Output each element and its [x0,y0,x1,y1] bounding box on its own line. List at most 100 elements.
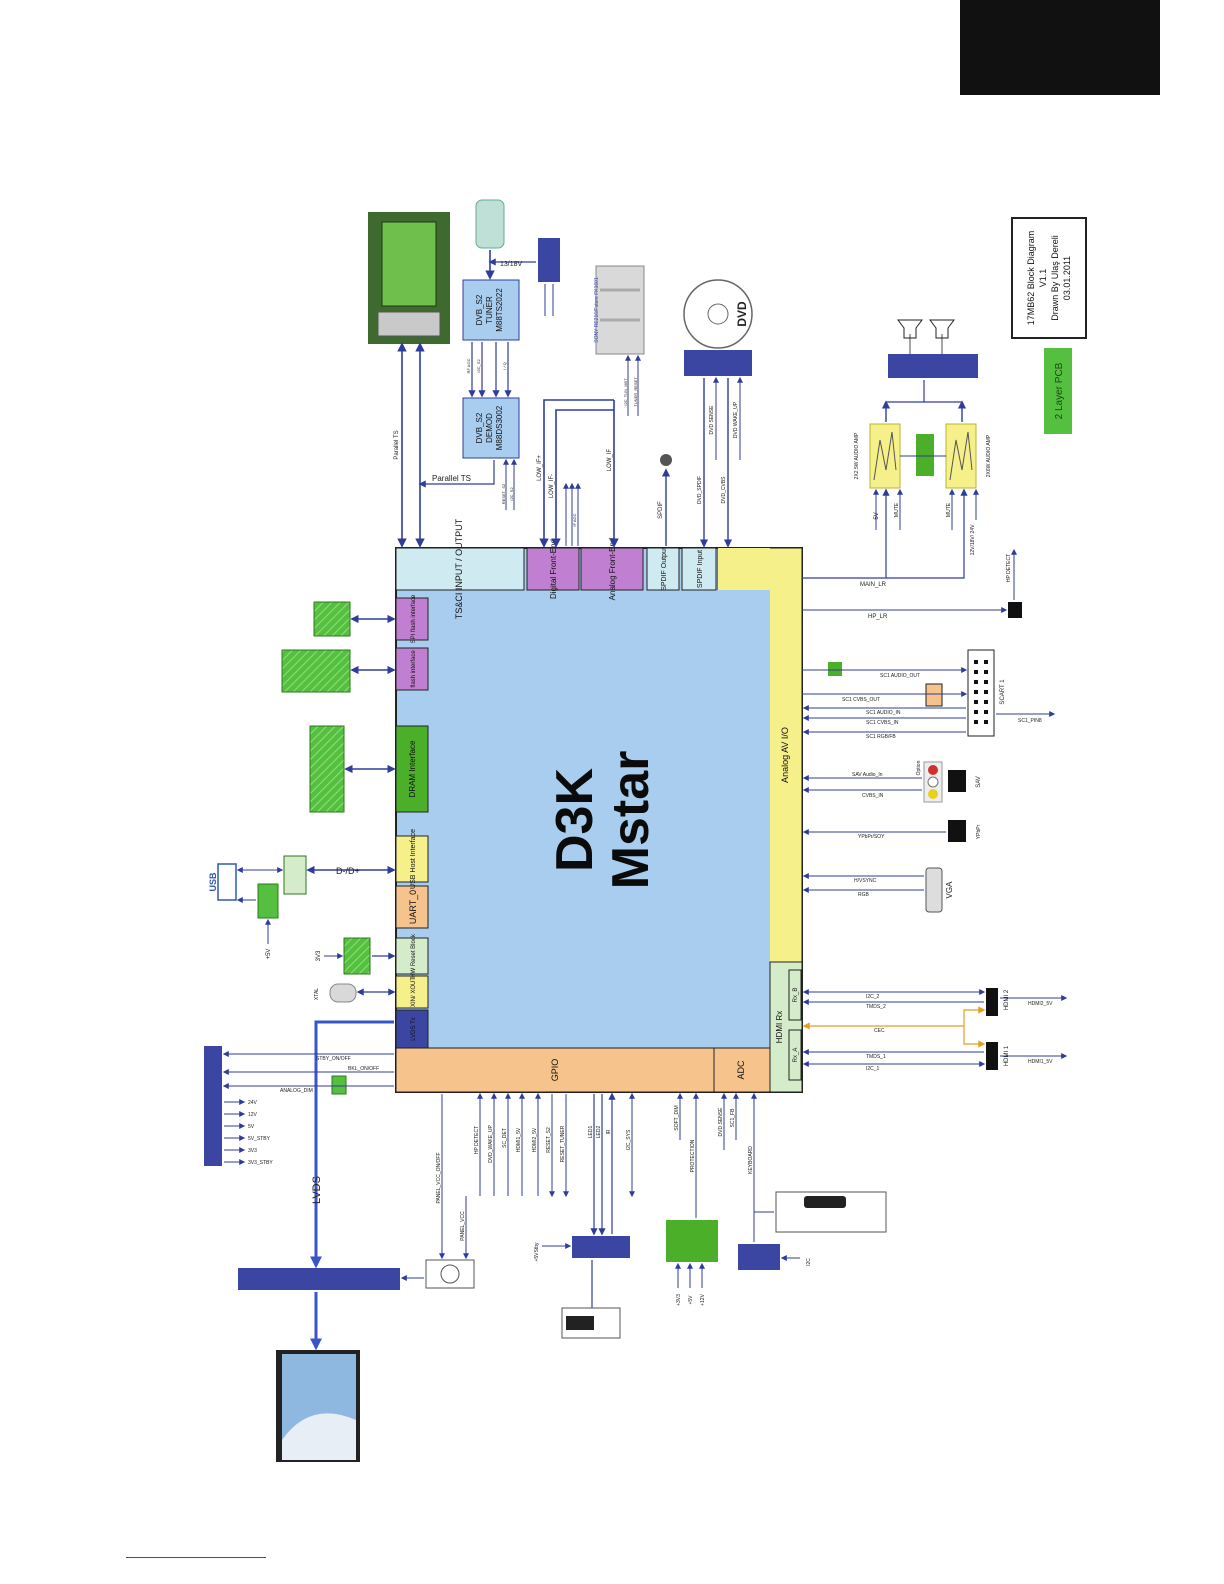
demod-l3: M88DS3002 [495,405,504,450]
lnb-voltage-label: 13/18V [500,261,523,268]
header-tab [960,0,1160,95]
pwr5stby-label: 5V_STBY [248,1136,271,1142]
ts-ci-block [395,547,525,591]
i2c-sys-label: I2C_SYS [626,1129,632,1150]
prot-3v3-label: +3V3 [676,1294,682,1306]
led2-label: LED2 [596,1126,602,1139]
lnb-connector [475,199,505,249]
lvds-connector-block [238,1268,400,1290]
sony-label: SONY RE216/Future FK1601 [594,277,600,343]
digital-fe-label: Digital Front-End [549,539,558,599]
hw-reset-label: HW Reset Block [411,933,417,978]
analog-fe-label: Analog Front-End [608,538,617,601]
flash-label: flash interface [411,650,417,688]
scart-label: SCART 1 [1000,679,1006,705]
pcb-badge-label: 2 Layer PCB [1054,362,1065,419]
rgb-label: RGB [858,892,870,898]
footer-rule [126,1557,266,1558]
rx-a-label: Rx_A [793,1048,799,1063]
hp-detect-b-label: HP DETECT [474,1126,480,1154]
ddr-chip [309,725,345,813]
reset-s2-b-label: RESET_S2 [546,1127,552,1153]
dim-buffer-block [331,1075,347,1095]
ypbpr-label: YPbPr [976,824,982,839]
lvds-main-line [310,1020,394,1269]
hp-detect-label: HP DETECT [1006,554,1012,582]
digital-fe-block [526,547,580,591]
dvd-sense-b-label: DVD SENSE [718,1107,724,1137]
tuner-l1: DVB_S2 [475,294,484,325]
hdmi2-connector-icon [986,988,998,1016]
hdmi1-5v-b-label: HDMI1_5V [516,1127,522,1152]
sc1-audio-out-label: SC1 AUDIO_OUT [880,673,920,679]
tuner-reset-label: TUNER_RESET [633,377,638,407]
pwr5-label: 5V [248,1124,255,1130]
speaker-icon-2 [929,319,955,339]
kb-i2c-label: I2C [806,1258,812,1266]
spdif-out-block [646,547,680,591]
rx-b-label: Rx_B [793,988,799,1003]
flash-block [395,647,429,691]
title-box [1011,217,1087,339]
prot-5v-label: +5V [688,1295,694,1305]
reset-tuner-b-label: RESET_TUNER [560,1125,566,1162]
dvd-sense-label: DVD SENSE [709,405,715,435]
spdif-out-label: SPDIF Output [661,547,668,591]
adc-block [713,1047,771,1093]
dim-label: ANALOG_DIM [280,1088,313,1094]
power-connector-block [204,1046,222,1166]
av-jack-white [927,776,939,788]
led1-label: LED1 [588,1126,594,1139]
dvd-connector [684,350,752,376]
dvd-wake-label: DVD WAKE_UP [733,401,739,438]
onboard-button-block [775,1191,887,1233]
demod-block [462,397,520,459]
cvbs-in-label: CVBS_IN [862,793,884,799]
analog-av-corner [718,548,770,590]
parallel-ts-label-1: Parallel TS [394,430,400,459]
spdif-in-label: SPDIF Input [697,550,704,588]
pwr3v3stby-label: 3V3_STBY [248,1160,273,1166]
pcb-badge [1044,348,1072,434]
usb-dpm-label: D-/D+ [336,866,360,876]
usb-protection-block [283,855,307,895]
low-if-minus-line [551,409,614,548]
protection-label: PROTECTION [690,1139,696,1172]
xtal-label: XTAL [314,988,320,1000]
reset-ic-block [343,937,371,975]
lvds-label: LVDS [311,1176,323,1204]
led-ir-cable [566,1316,594,1330]
main-lr-label: MAIN_LR [860,582,887,588]
dvd-wake-b-label: DVD_WAKE_UP [488,1125,494,1163]
usb-5v-label: +5V [266,949,272,960]
speaker-icon-1 [897,319,923,339]
vga-connector-icon [925,867,943,913]
panel-vcc-label: PANEL_VCC [460,1211,466,1241]
av-jack-yellow [928,789,938,799]
hdmi-rx-label: HDMI Rx [775,1011,784,1043]
spdif-label: SPDIF [658,501,664,519]
cec-branch-top [963,1006,986,1026]
sc1-pin8-label: SC1_PIN8 [1018,718,1042,724]
dram-label: DRAM Interface [408,740,417,797]
chip-name-d3k: D3K [546,768,604,872]
rf-agc-label: RF AGC [466,358,471,373]
cec-branch-bottom [963,1026,986,1048]
i2c-s2-top2: I2C_S2 [509,487,514,501]
led-connector-block [572,1236,630,1258]
iq-label: I / Q [502,362,507,370]
xin-label: XIN/ XOUT [411,977,417,1007]
panel-vcc-onoff-label: PANEL_VCC_ON/OFF [436,1152,442,1203]
spi-flash-chip [313,601,351,637]
sav-label: SAV [976,776,982,788]
usb-host-label: USB Host Interface [410,829,417,889]
usb-connector-icon [217,863,237,901]
av-jack-red [928,765,938,775]
spi-flash-label: SPI flash interface [411,594,417,643]
pwr3v3-label: 3V3 [248,1148,257,1154]
crystal-icon [329,983,357,1003]
hw-reset-block [395,937,429,975]
sc1-cvbs-out-label: SC1 CVBS_OUT [842,697,880,703]
dram-block [395,725,429,813]
